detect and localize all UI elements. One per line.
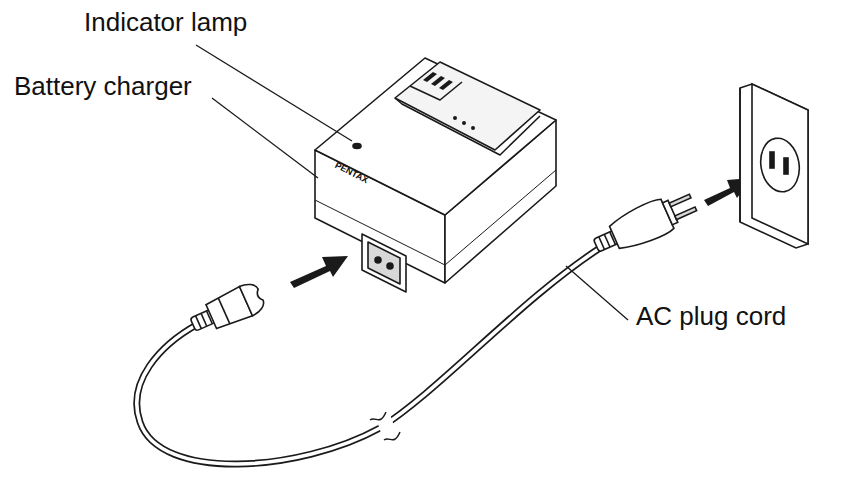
inlet-pin — [387, 263, 393, 269]
mains-plug — [589, 186, 701, 262]
leader-line — [212, 98, 318, 178]
wall-outlet — [740, 84, 808, 248]
ac-cord — [137, 248, 600, 464]
recess-wall — [395, 98, 540, 155]
part-label: Indicator lamp — [84, 8, 247, 38]
leader-line — [566, 266, 628, 320]
insert-arrow — [290, 256, 348, 288]
cord-break — [370, 412, 400, 440]
leader-lines — [196, 45, 628, 320]
leader-line — [196, 45, 352, 141]
part-label: AC plug cord — [636, 302, 786, 332]
contact-dots — [453, 116, 475, 130]
indicator-lamp — [353, 144, 361, 149]
appliance-connector — [186, 280, 267, 339]
battery-contacts — [423, 72, 453, 90]
charger-seam — [445, 170, 556, 265]
part-label: Battery charger — [14, 72, 192, 102]
charger-seam — [315, 200, 445, 265]
charger-top-face — [315, 58, 556, 215]
ac-inlet — [368, 242, 400, 284]
inlet-pin — [375, 257, 381, 263]
